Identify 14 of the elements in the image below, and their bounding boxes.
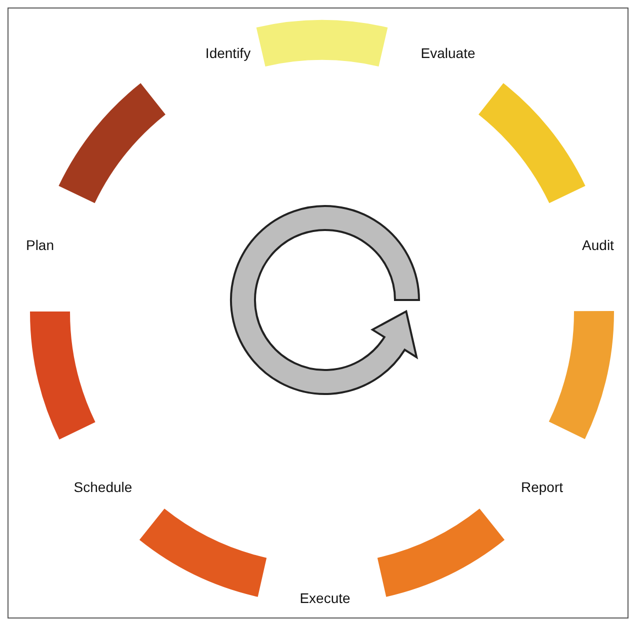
arc-segment bbox=[478, 83, 586, 204]
stage-label: Schedule bbox=[74, 479, 132, 495]
arc-segment bbox=[377, 508, 505, 597]
arc-segment bbox=[139, 508, 267, 597]
stage-label: Plan bbox=[26, 237, 54, 253]
stage-label: Execute bbox=[300, 590, 350, 606]
arc-segment bbox=[30, 312, 96, 440]
stage-label: Audit bbox=[582, 237, 614, 253]
stage-label: Evaluate bbox=[420, 45, 476, 61]
arc-segment bbox=[58, 83, 166, 204]
stage-label: Identify bbox=[205, 45, 251, 61]
arc-segment bbox=[548, 310, 614, 440]
stage-label: Report bbox=[520, 479, 564, 495]
arc-segment bbox=[256, 20, 388, 66]
